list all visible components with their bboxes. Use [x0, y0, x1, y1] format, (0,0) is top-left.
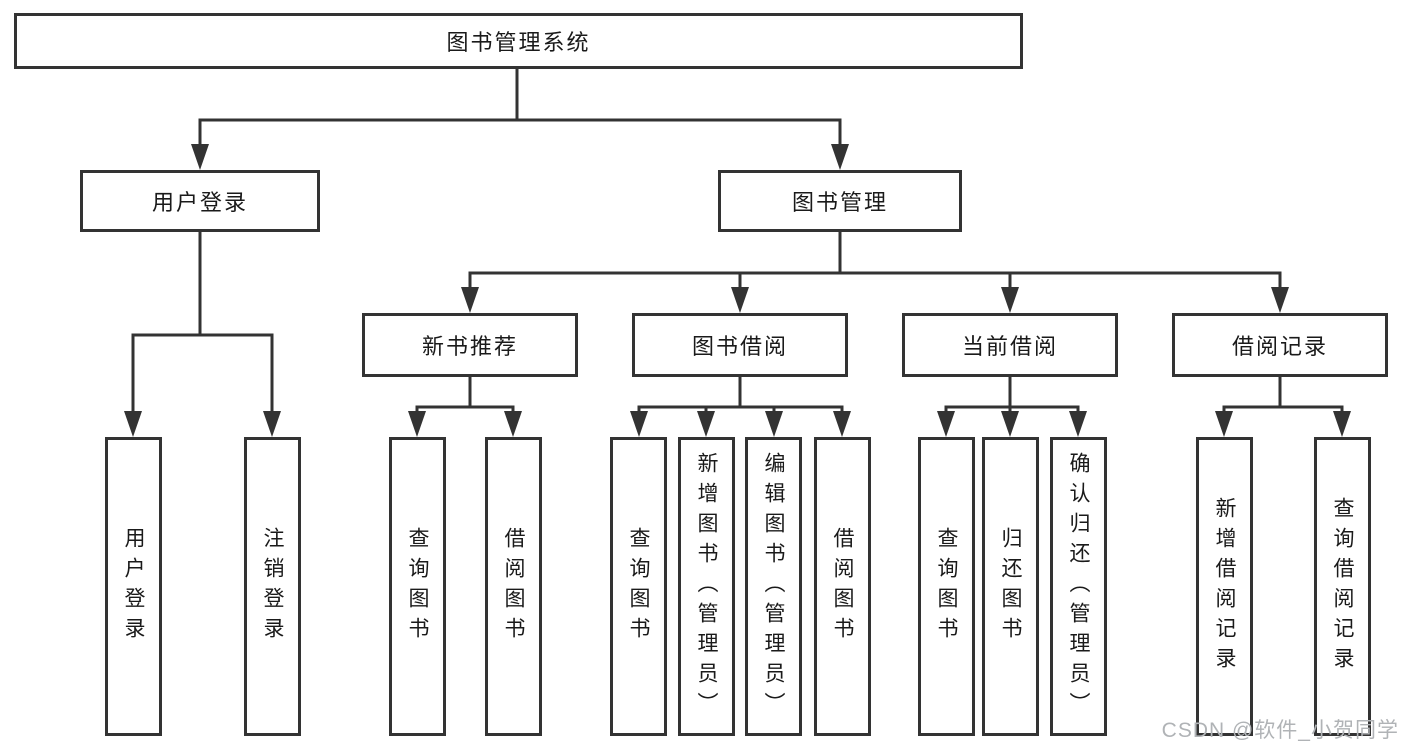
leaf-user-login: 用户登录	[105, 437, 162, 736]
node-label: 用户登录	[151, 190, 248, 215]
leaf-label: 归还图书	[999, 526, 1022, 647]
leaf-label: 注销登录	[261, 526, 284, 647]
leaf-label: 用户登录	[122, 526, 145, 647]
node-book-management: 图书管理	[718, 170, 962, 232]
leaf-label: 确认归还（管理员）	[1067, 451, 1090, 722]
leaf-label: 借阅图书	[831, 526, 854, 647]
leaf-current-query-books: 查询图书	[918, 437, 975, 736]
leaf-label: 查询图书	[406, 526, 429, 647]
leaf-borrowing-query-books: 查询图书	[610, 437, 667, 736]
node-label: 图书借阅	[691, 334, 788, 359]
arrowheads	[124, 144, 1351, 437]
leaf-label: 新增图书（管理员）	[695, 451, 718, 722]
leaf-borrowing-add-books-admin: 新增图书（管理员）	[678, 437, 735, 736]
node-library-management-system: 图书管理系统	[14, 13, 1023, 69]
leaf-label: 新增借阅记录	[1213, 496, 1236, 677]
node-label: 新书推荐	[421, 334, 518, 359]
leaf-label: 查询图书	[627, 526, 650, 647]
node-label: 图书管理	[791, 190, 888, 215]
leaf-current-return-books: 归还图书	[982, 437, 1039, 736]
node-borrowing-records: 借阅记录	[1172, 313, 1388, 377]
leaf-logout: 注销登录	[244, 437, 301, 736]
leaf-recommend-query-books: 查询图书	[389, 437, 446, 736]
leaf-recommend-borrow-books: 借阅图书	[485, 437, 542, 736]
node-new-book-recommendation: 新书推荐	[362, 313, 578, 377]
node-user-login: 用户登录	[80, 170, 320, 232]
leaf-label: 查询图书	[935, 526, 958, 647]
leaf-label: 查询借阅记录	[1331, 496, 1354, 677]
watermark: CSDN @软件_小贺同学	[1161, 719, 1399, 742]
node-book-borrowing: 图书借阅	[632, 313, 848, 377]
leaf-label: 借阅图书	[502, 526, 525, 647]
leaf-borrowing-borrow-books: 借阅图书	[814, 437, 871, 736]
node-label: 借阅记录	[1231, 334, 1328, 359]
leaf-records-query-record: 查询借阅记录	[1314, 437, 1371, 736]
leaf-records-add-record: 新增借阅记录	[1196, 437, 1253, 736]
leaf-current-confirm-return-admin: 确认归还（管理员）	[1050, 437, 1107, 736]
node-label: 当前借阅	[961, 334, 1058, 359]
leaf-label: 编辑图书（管理员）	[762, 451, 785, 722]
leaf-borrowing-edit-books-admin: 编辑图书（管理员）	[745, 437, 802, 736]
node-current-borrowing: 当前借阅	[902, 313, 1118, 377]
node-label: 图书管理系统	[446, 30, 591, 55]
